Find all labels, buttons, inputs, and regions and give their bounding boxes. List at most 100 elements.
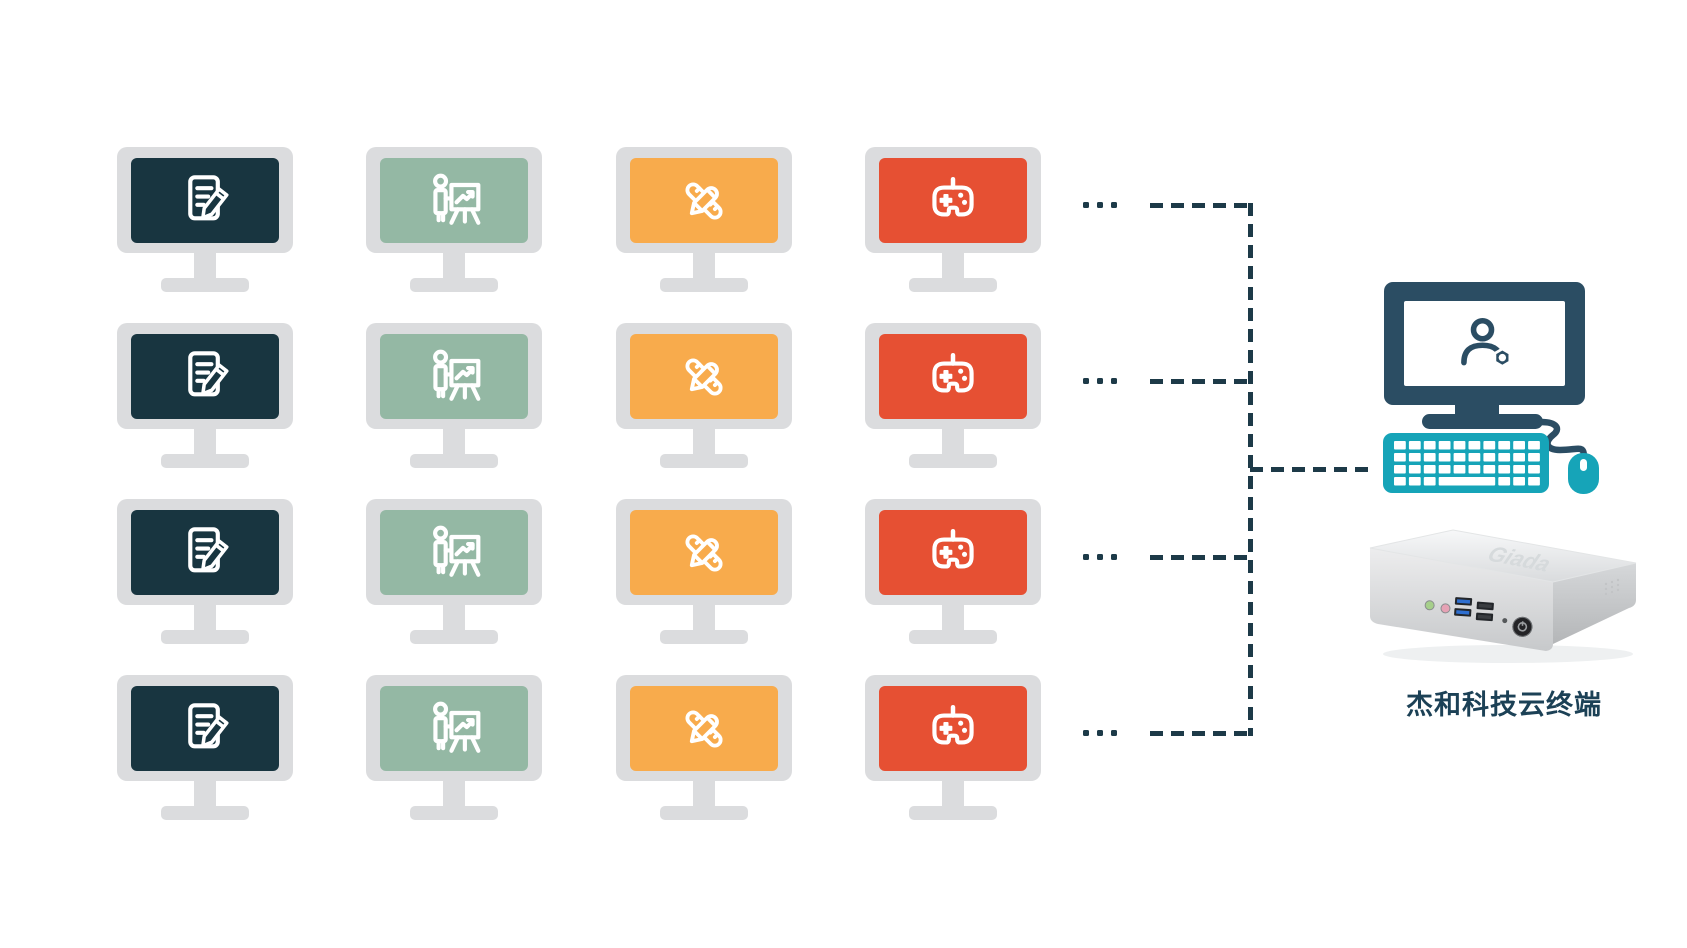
ellipsis-dots xyxy=(1083,730,1117,736)
gamepad-icon xyxy=(919,697,987,761)
connector-branch-row xyxy=(1150,203,1250,208)
monitor-screen xyxy=(879,686,1027,771)
monitor-base xyxy=(660,454,748,468)
client-monitor-documents xyxy=(117,147,293,292)
connector-branch-row xyxy=(1150,379,1250,384)
monitor-screen xyxy=(131,686,279,771)
monitor-screen xyxy=(879,510,1027,595)
monitor-base xyxy=(410,630,498,644)
client-monitor-presentation xyxy=(366,499,542,644)
monitor-frame xyxy=(366,147,542,253)
keyboard-keys xyxy=(1394,441,1540,486)
monitor-screen xyxy=(630,158,778,243)
monitor-screen xyxy=(879,334,1027,419)
monitor-base xyxy=(660,806,748,820)
monitor-base xyxy=(161,630,249,644)
monitor-stand xyxy=(693,429,715,457)
monitor-base xyxy=(660,278,748,292)
client-monitor-design xyxy=(616,675,792,820)
monitor-screen xyxy=(131,510,279,595)
monitor-base xyxy=(909,630,997,644)
client-monitor-gaming xyxy=(865,499,1041,644)
monitor-screen xyxy=(630,510,778,595)
mouse-scroll-slot xyxy=(1580,459,1587,471)
client-monitor-gaming xyxy=(865,323,1041,468)
client-monitor-documents xyxy=(117,675,293,820)
monitor-base xyxy=(410,806,498,820)
ellipsis-dots xyxy=(1083,378,1117,384)
monitor-screen xyxy=(380,510,528,595)
presentation-chart-icon xyxy=(420,169,488,233)
monitor-screen xyxy=(380,334,528,419)
monitor-frame xyxy=(117,499,293,605)
monitor-screen xyxy=(380,686,528,771)
spacebar-key xyxy=(1438,477,1496,486)
power-button xyxy=(1512,616,1533,637)
gamepad-icon xyxy=(919,521,987,585)
client-monitor-presentation xyxy=(366,147,542,292)
client-monitor-presentation xyxy=(366,323,542,468)
monitor-frame xyxy=(865,323,1041,429)
monitor-stand xyxy=(942,253,964,281)
monitor-screen xyxy=(131,158,279,243)
cloud-terminal-label: 杰和科技云终端 xyxy=(1406,690,1602,720)
monitor-frame xyxy=(865,499,1041,605)
document-edit-icon xyxy=(171,345,239,409)
monitor-base xyxy=(410,278,498,292)
monitor-stand xyxy=(693,253,715,281)
connector-branch-admin xyxy=(1250,467,1376,472)
monitor-base xyxy=(909,454,997,468)
vent-holes xyxy=(1604,578,1620,596)
cloud-terminal-device: Giada xyxy=(1369,529,1637,663)
monitor-frame xyxy=(616,675,792,781)
client-monitor-design xyxy=(616,147,792,292)
design-tools-icon xyxy=(670,345,738,409)
reset-hole xyxy=(1502,618,1508,624)
document-edit-icon xyxy=(171,697,239,761)
monitor-base xyxy=(161,278,249,292)
monitor-screen xyxy=(630,334,778,419)
monitor-stand xyxy=(443,429,465,457)
gamepad-icon xyxy=(919,345,987,409)
monitor-screen xyxy=(131,334,279,419)
monitor-base xyxy=(909,806,997,820)
client-monitor-design xyxy=(616,323,792,468)
client-monitor-gaming xyxy=(865,147,1041,292)
monitor-frame xyxy=(616,499,792,605)
monitor-frame xyxy=(117,147,293,253)
monitor-stand xyxy=(693,605,715,633)
monitor-frame xyxy=(865,147,1041,253)
monitor-base xyxy=(161,806,249,820)
monitor-stand xyxy=(942,605,964,633)
presentation-chart-icon xyxy=(420,345,488,409)
admin-peripherals xyxy=(1383,418,1599,494)
monitor-stand xyxy=(942,781,964,809)
usb3-ports xyxy=(1454,597,1473,617)
monitor-stand xyxy=(443,253,465,281)
monitor-frame xyxy=(616,323,792,429)
monitor-stand xyxy=(194,429,216,457)
connector-branch-row xyxy=(1150,555,1250,560)
user-gear-icon xyxy=(1460,317,1511,368)
monitor-frame xyxy=(865,675,1041,781)
admin-monitor-base xyxy=(1422,414,1543,429)
monitor-stand xyxy=(693,781,715,809)
monitor-frame xyxy=(616,147,792,253)
monitor-stand xyxy=(194,781,216,809)
monitor-screen xyxy=(380,158,528,243)
monitor-frame xyxy=(366,675,542,781)
monitor-stand xyxy=(194,605,216,633)
design-tools-icon xyxy=(670,697,738,761)
monitor-base xyxy=(161,454,249,468)
monitor-frame xyxy=(117,675,293,781)
terminal-right-face xyxy=(1553,563,1636,644)
monitor-base xyxy=(410,454,498,468)
terminal-top-face xyxy=(1369,529,1637,583)
client-monitor-presentation xyxy=(366,675,542,820)
admin-monitor xyxy=(1384,282,1585,405)
monitor-screen xyxy=(630,686,778,771)
document-edit-icon xyxy=(171,521,239,585)
terminal-ports xyxy=(1424,597,1533,637)
client-monitor-design xyxy=(616,499,792,644)
admin-monitor-screen xyxy=(1404,301,1565,386)
